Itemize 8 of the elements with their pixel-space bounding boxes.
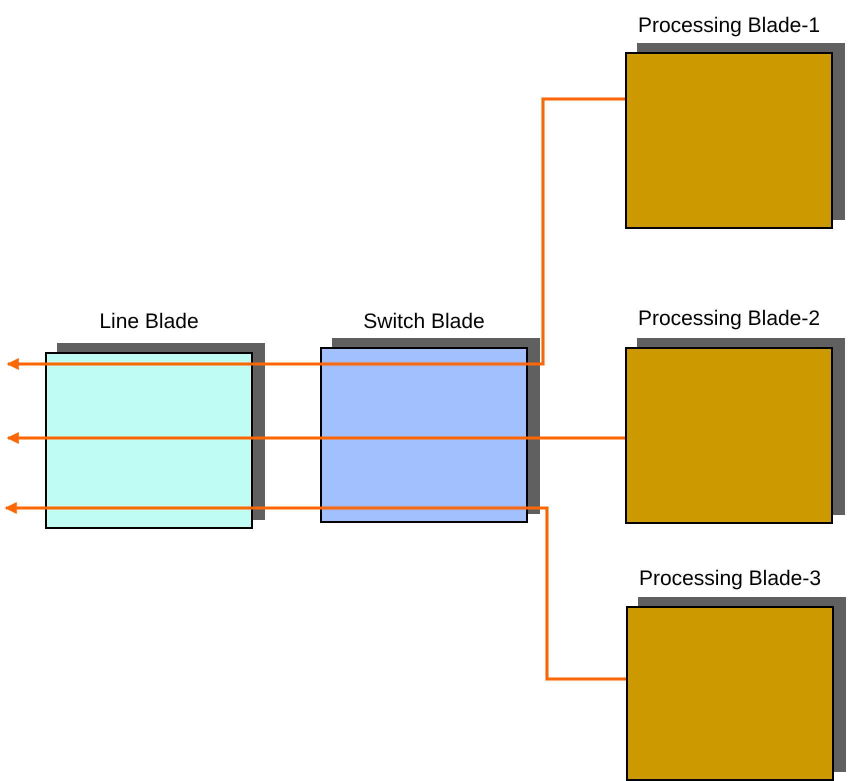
blade-label: Processing Blade-3 xyxy=(638,567,822,591)
blade-label: Processing Blade-1 xyxy=(638,14,820,38)
arrow xyxy=(4,502,626,680)
arrow xyxy=(6,98,625,370)
blade-label: Switch Blade xyxy=(363,310,485,334)
blade-label: Line Blade xyxy=(99,310,199,334)
blade-label: Processing Blade-2 xyxy=(638,307,820,331)
arrow xyxy=(6,432,625,444)
